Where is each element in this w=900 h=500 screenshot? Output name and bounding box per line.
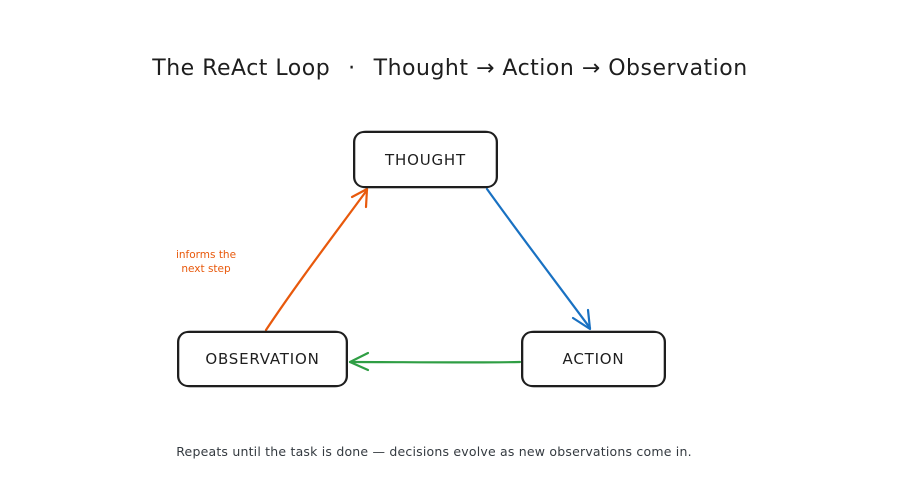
action-label: ACTION — [563, 350, 625, 368]
arrow-action-to-observation — [348, 351, 522, 372]
annotation-line-2: next step — [181, 263, 231, 275]
annotation-line-1: informs the — [176, 249, 236, 261]
diagram-title: The ReAct Loop · Thought → Action → Observ… — [0, 56, 900, 81]
diagram-caption: Repeats until the task is done — decisio… — [176, 444, 692, 459]
observation-annotation: informs the next step — [176, 249, 236, 275]
title-subtitle: Thought → Action → Observation — [373, 56, 748, 81]
thought-label: THOUGHT — [384, 151, 466, 169]
arrow-observation-to-thought — [264, 187, 369, 332]
observation-node: OBSERVATION — [177, 330, 348, 388]
title-separator: · — [348, 56, 356, 81]
arrow-thought-to-action — [485, 187, 592, 331]
title-main: The ReAct Loop — [152, 56, 331, 81]
observation-label: OBSERVATION — [205, 350, 319, 368]
action-node: ACTION — [521, 330, 666, 388]
thought-node: THOUGHT — [353, 130, 498, 189]
